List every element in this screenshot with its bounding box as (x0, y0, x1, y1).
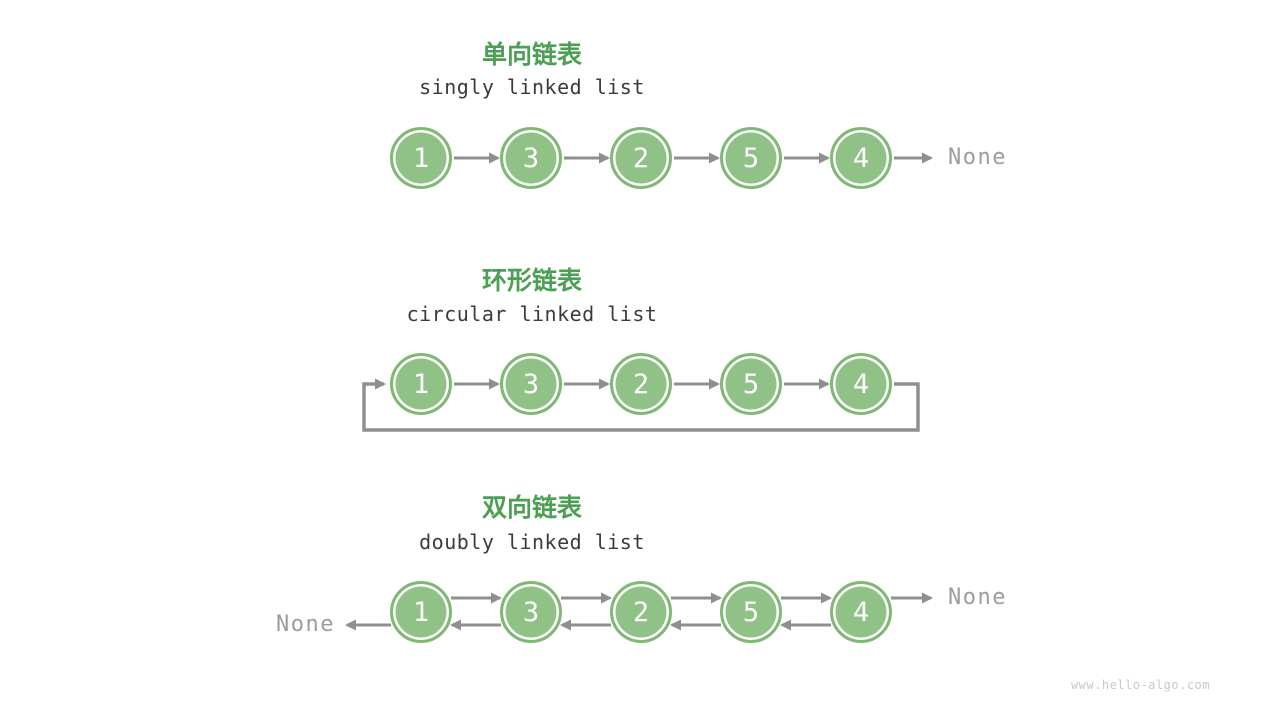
doubly-node-5: 4 (830, 581, 892, 643)
section-title-singly: 单向链表 (481, 40, 582, 69)
circular-node-5: 4 (830, 353, 892, 415)
section-subtitle-singly: singly linked list (419, 75, 645, 99)
node-value: 5 (742, 368, 760, 400)
node-value: 2 (632, 368, 650, 400)
singly-node-5: 4 (830, 127, 892, 189)
circular-node-1: 1 (390, 353, 452, 415)
circular-node-4: 5 (720, 353, 782, 415)
section-title-doubly: 双向链表 (481, 493, 582, 522)
node-value: 4 (852, 596, 870, 628)
node-value: 3 (522, 142, 540, 174)
node-value: 4 (852, 368, 870, 400)
singly-node-3: 2 (610, 127, 672, 189)
circular-node-2: 3 (500, 353, 562, 415)
singly-node-2: 3 (500, 127, 562, 189)
doubly-node-4: 5 (720, 581, 782, 643)
section-subtitle-circular: circular linked list (406, 302, 658, 326)
doubly-node-3: 2 (610, 581, 672, 643)
node-value: 5 (742, 596, 760, 628)
circular-node-3: 2 (610, 353, 672, 415)
node-value: 2 (632, 142, 650, 174)
none-label-doubly-tail: None (948, 585, 1007, 610)
node-value: 1 (412, 596, 430, 628)
section-title-circular: 环形链表 (481, 266, 582, 295)
node-value: 4 (852, 142, 870, 174)
watermark: www.hello-algo.com (1070, 678, 1210, 692)
doubly-node-2: 3 (500, 581, 562, 643)
singly-node-1: 1 (390, 127, 452, 189)
none-label-singly-tail: None (948, 145, 1007, 170)
node-value: 3 (522, 596, 540, 628)
node-value: 2 (632, 596, 650, 628)
node-value: 5 (742, 142, 760, 174)
section-subtitle-doubly: doubly linked list (419, 530, 645, 554)
singly-node-4: 5 (720, 127, 782, 189)
none-label-doubly-head: None (276, 612, 335, 637)
node-value: 1 (412, 142, 430, 174)
doubly-node-1: 1 (390, 581, 452, 643)
node-value: 1 (412, 368, 430, 400)
node-value: 3 (522, 368, 540, 400)
